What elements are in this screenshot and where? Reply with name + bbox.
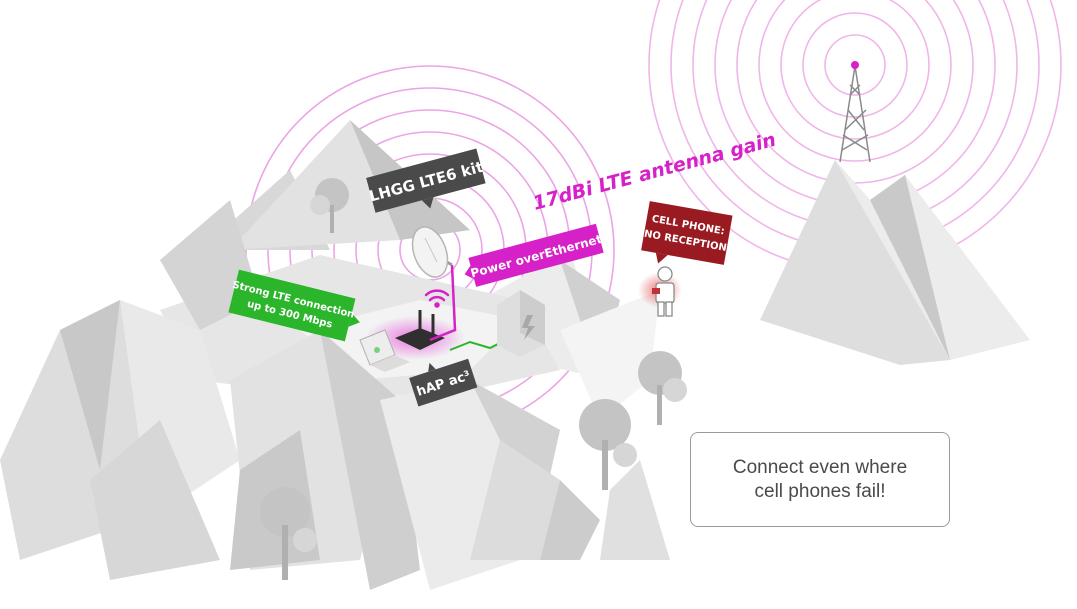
tower-mountain <box>760 160 1030 365</box>
tower-beacon <box>851 61 859 69</box>
power-box-icon <box>497 290 545 357</box>
wifi-icon <box>424 289 450 308</box>
router-icon <box>395 310 445 350</box>
cta-text: Connect even where cell phones fail! <box>732 456 908 502</box>
person-icon <box>652 266 675 317</box>
laptop-icon <box>359 329 410 372</box>
cell-tower-icon <box>839 65 871 163</box>
light-beam <box>560 290 660 420</box>
tree-icon <box>579 399 637 490</box>
tree-icon <box>260 487 317 580</box>
cell-phone-label: CELL PHONE: NO RECEPTION <box>641 201 733 265</box>
cta-box: Connect even where cell phones fail! <box>690 432 950 527</box>
front-rocks <box>0 200 670 590</box>
tree-icon <box>310 178 349 233</box>
tree-icon <box>638 351 687 425</box>
antenna-dish-icon <box>411 226 453 278</box>
poe-cable <box>429 264 457 342</box>
